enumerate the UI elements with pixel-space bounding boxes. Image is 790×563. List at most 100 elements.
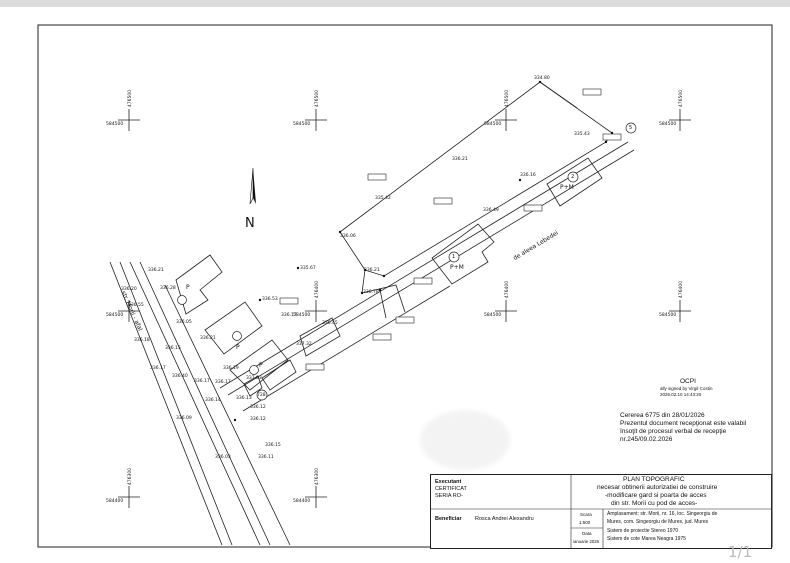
projection-system: Sistem de proiectie Stereo 1970	[607, 528, 679, 534]
dimension-boxes	[279, 88, 622, 371]
elevation: 336.17	[215, 380, 231, 385]
elevation: 336.12	[250, 417, 266, 422]
grid-label-y-top4: 476500	[679, 89, 685, 108]
stamp-accompanied-text: însoţit de procesul verbal de recepţie	[620, 428, 727, 435]
elevation: 335.42	[375, 196, 391, 201]
scale-value: 1:500	[579, 520, 591, 525]
plan-subtitle-1: necesar obtinerii autorizatiei de constr…	[597, 484, 718, 491]
elevation: 336.49	[483, 208, 499, 213]
location-line-2: Mures, com. Singeorgiu de Mures, jud. Mu…	[607, 519, 709, 525]
elevation: 336.03	[215, 455, 231, 460]
plan-subtitle-2: -modificare gard si poarta de acces	[605, 492, 707, 499]
stamp-signature: ally signed by Virgil Costin	[660, 386, 713, 391]
building-label: P+M	[450, 264, 464, 271]
grid-label-y-mid3: 476400	[679, 280, 685, 299]
date-label: Data	[582, 531, 592, 536]
certificate-label: CERTIFICAT	[435, 486, 467, 492]
building-label: P	[186, 284, 190, 291]
grid-label-x-right2: 584500	[659, 122, 677, 127]
location-line-1: Amplasament: str. Morii, nr. 16, loc. Si…	[607, 511, 718, 517]
elevation: 336.06	[340, 234, 356, 239]
elevation: 336.45	[322, 321, 338, 326]
grid-label-y-bottom: 476300	[128, 467, 134, 486]
grid-label-x-row2d: 584500	[659, 313, 677, 318]
elevation: 336.19	[223, 366, 239, 371]
north-arrow	[249, 167, 256, 205]
elevation: 336.11	[258, 455, 274, 460]
scale-label: Scara	[580, 512, 592, 517]
stamp-request: Cererea 6775 din 28/01/2026	[620, 412, 705, 419]
elevation: 336.09	[176, 416, 192, 421]
elevation: 337.03	[246, 376, 262, 381]
building-label: P	[259, 362, 263, 369]
elevation: 336.21	[452, 157, 468, 162]
building-number: 1	[452, 254, 456, 260]
elevation: 336.15	[265, 443, 281, 448]
grid-label-y-top: 476500	[128, 89, 134, 108]
elevation-system: Sistem de cote Marea Neagra 1975	[607, 536, 686, 542]
grid-label-y-bottom2: 476300	[315, 467, 321, 486]
building-label: P+M	[560, 184, 574, 191]
elevation: 336.28	[160, 286, 176, 291]
plan-title: PLAN TOPOGRAFIC	[623, 476, 685, 483]
elevation: 336.15	[165, 346, 181, 351]
plan-subtitle-3: din str. Morii cu pod de acces-	[611, 500, 698, 507]
elevation: 336.17	[194, 379, 210, 384]
stamp-timestamp: 2026.02.10 14:43:20	[660, 392, 702, 397]
elevation: 336.05	[176, 320, 192, 325]
sheet-frame	[37, 24, 773, 548]
building-number: 728	[257, 393, 266, 398]
elevation: 336.53	[262, 297, 278, 302]
viewer-top-bar	[0, 0, 790, 7]
elevation: 336.13	[236, 396, 252, 401]
beneficiar-name: Rosca Andrei Alexandru	[475, 516, 534, 522]
elevation: 336.16	[520, 173, 536, 178]
grid-label-x-mid: 584500	[293, 122, 311, 127]
buildings	[175, 157, 603, 397]
grid-label-x-row2c: 584500	[484, 313, 502, 318]
stamp-ocpi: OCPI	[680, 378, 696, 385]
grid-label-y-top2: 476500	[315, 89, 321, 108]
elevation: 336.21	[200, 336, 216, 341]
elevation: 336.78	[363, 290, 379, 295]
elevation: 336.40	[172, 374, 188, 379]
page-number: 1/1	[728, 543, 753, 561]
elevation: 337.32	[296, 342, 312, 347]
grid-label-x-bottom2: 584400	[293, 499, 311, 504]
elevation: 336.14	[205, 398, 221, 403]
elevation: 335.67	[300, 266, 316, 271]
north-label: N	[245, 216, 255, 231]
elevation: 336.17	[281, 313, 297, 318]
grid-label-y-top3: 476500	[505, 89, 511, 108]
elevation: 336.12	[250, 405, 266, 410]
elevation: 334.80	[534, 76, 550, 81]
grid-label-x-left: 584500	[106, 122, 124, 127]
executant-label: Executant	[435, 479, 462, 485]
street-lines	[109, 141, 635, 546]
elevation: 336.21	[148, 268, 164, 273]
elevation: 336.17	[150, 366, 166, 371]
stamp-valid-text: Prezentul document recepţionat este vala…	[620, 420, 747, 427]
stamp-number: nr.245/09.02.2026	[620, 436, 673, 443]
elevation: 336.20	[121, 287, 137, 292]
grid-label-y-mid2: 476400	[505, 280, 511, 299]
date-value: ianuarie 2026	[573, 539, 600, 544]
grid-label-x-row2: 584500	[106, 313, 124, 318]
building-markers	[177, 122, 637, 401]
elevation: 336.55	[128, 303, 144, 308]
serie-label: SERIA RO-	[435, 493, 463, 499]
survey-points	[233, 80, 614, 422]
title-block: Executant CERTIFICAT SERIA RO- Beneficia…	[430, 474, 772, 549]
grid-label-x-row2b: 584500	[293, 313, 311, 318]
grid-label-x-bottom: 584400	[106, 499, 124, 504]
grid-label-x-right: 584500	[484, 122, 502, 127]
grid-crosses	[118, 109, 691, 508]
elevation: 336.21	[364, 268, 380, 273]
building-number: 5	[629, 125, 633, 131]
elevation: 335.43	[574, 132, 590, 137]
title-block-grid	[431, 475, 771, 548]
elevation: 336.18	[134, 338, 150, 343]
reception-stamp: OCPI ally signed by Virgil Costin 2026.0…	[620, 378, 770, 444]
